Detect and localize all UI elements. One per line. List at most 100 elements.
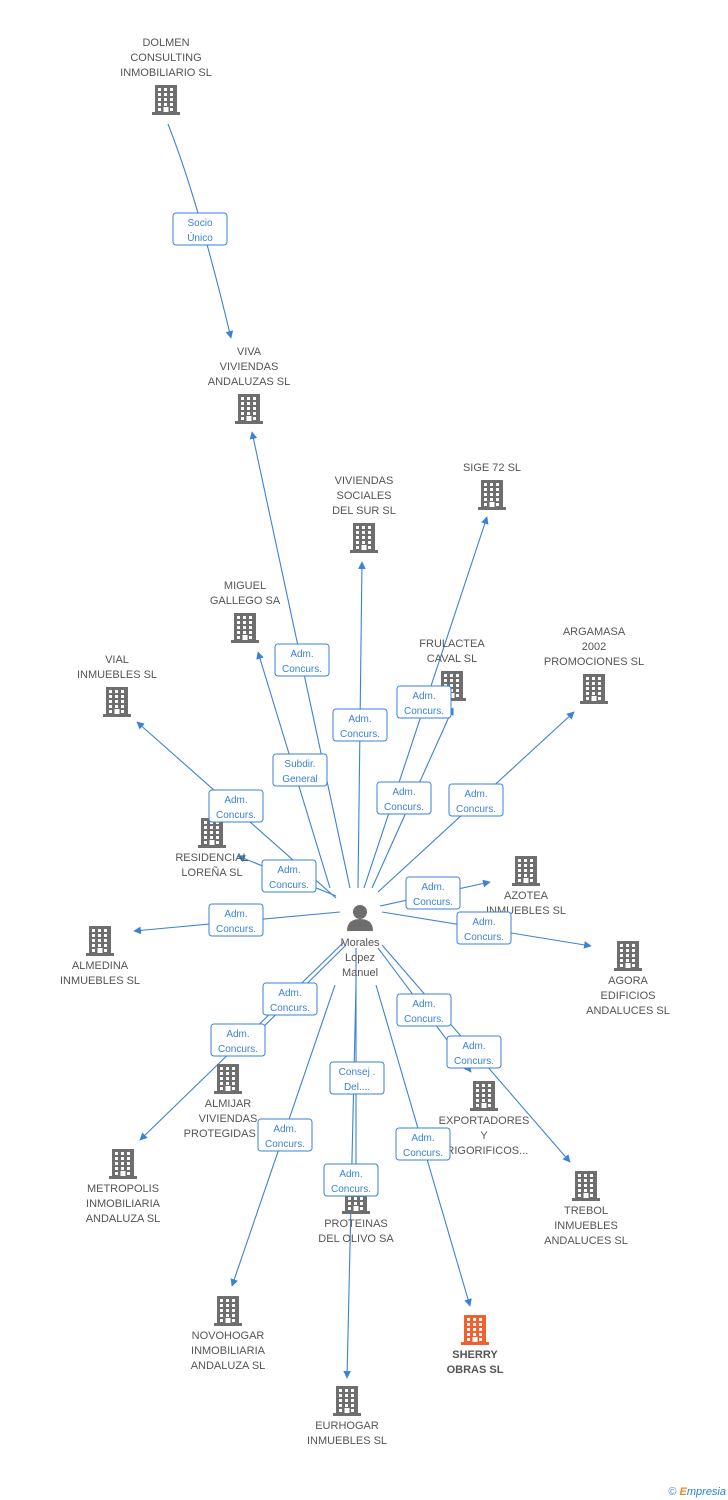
building-icon[interactable] xyxy=(152,85,180,115)
node-label: PROTEINAS DEL OLIVO SA xyxy=(318,1218,394,1245)
relation-badge[interactable]: Adm.Concurs. xyxy=(395,1127,451,1161)
relation-badge-text: Adm. xyxy=(278,988,301,999)
building-icon[interactable] xyxy=(350,523,378,553)
node-label-line: RESIDENCIAL xyxy=(175,852,248,864)
relation-badge[interactable]: Adm.Concurs. xyxy=(257,1118,313,1152)
relation-badge[interactable]: Adm. Concurs. xyxy=(446,1035,502,1069)
relation-badge-text: Único xyxy=(187,231,213,244)
relation-badge-text: Concurs. xyxy=(413,897,453,908)
node-label-line: DEL OLIVO SA xyxy=(318,1233,394,1245)
copyright-symbol: © xyxy=(668,1486,677,1498)
building-icon[interactable] xyxy=(470,1081,498,1111)
node-label-line: Morales xyxy=(340,937,380,949)
node-label-line: INMUEBLES SL xyxy=(307,1435,387,1447)
relation-badge[interactable]: Adm.Concurs. xyxy=(396,993,452,1027)
node-label-line: DEL SUR SL xyxy=(332,505,396,517)
relation-badge[interactable]: Adm.Concurs. xyxy=(208,789,264,823)
person-icon[interactable] xyxy=(347,905,373,931)
relation-badge[interactable]: Adm.Concurs. xyxy=(210,1023,266,1057)
node-label-line: Manuel xyxy=(342,967,378,979)
node-label-line: GALLEGO SA xyxy=(210,595,281,607)
relation-badge[interactable]: Adm. Concurs. xyxy=(261,859,317,893)
building-icon[interactable] xyxy=(512,856,540,886)
node-label-line: FRIGORIFICOS... xyxy=(440,1145,529,1157)
relation-badge-text: Concurs. xyxy=(404,1014,444,1025)
node-label-line: CONSULTING xyxy=(130,52,201,64)
footer-credit[interactable]: © Empresia xyxy=(668,1486,726,1498)
node-label-line: METROPOLIS xyxy=(87,1183,159,1195)
relation-badge[interactable]: Adm.Concurs. xyxy=(332,708,388,742)
relation-badge-text: Concurs. xyxy=(218,1044,258,1055)
node-label-line: SIGE 72 SL xyxy=(463,462,521,474)
relation-badge-text: Concurs. xyxy=(269,880,309,891)
building-icon[interactable] xyxy=(461,1315,489,1345)
building-icon[interactable] xyxy=(235,394,263,424)
node-label-line: INMUEBLES SL xyxy=(77,669,157,681)
node-label-line: INMOBILIARIO SL xyxy=(120,67,212,79)
building-icon[interactable] xyxy=(103,687,131,717)
node-label-line: LOREÑA SL xyxy=(181,866,242,879)
relation-badge-text: Adm. xyxy=(277,865,300,876)
node-label-line: EURHOGAR xyxy=(315,1420,379,1432)
node-label-line: ANDALUCES SL xyxy=(544,1235,628,1247)
node-label-line: VIVIENDAS xyxy=(335,475,394,487)
relation-badge-text: Adm. xyxy=(348,714,371,725)
relation-badge[interactable]: Consej .Del.... xyxy=(329,1061,385,1095)
node-label-line: Y xyxy=(480,1130,488,1142)
brand-initial: E xyxy=(679,1486,687,1498)
node-label-line: AGORA xyxy=(608,975,648,987)
building-icon[interactable] xyxy=(614,941,642,971)
node-label-line: OBRAS SL xyxy=(447,1364,504,1376)
node-label: SIGE 72 SL xyxy=(463,462,521,474)
relation-badge[interactable]: Adm.Concurs. xyxy=(456,911,512,945)
relation-badge-text: Adm. xyxy=(224,795,247,806)
building-icon[interactable] xyxy=(478,480,506,510)
relation-badge[interactable]: Adm.Concurs. xyxy=(448,783,504,817)
relation-badge-text: Concurs. xyxy=(454,1056,494,1067)
relation-badge-text: Concurs. xyxy=(464,932,504,943)
node-label: RESIDENCIAL LOREÑA SL xyxy=(175,852,248,879)
building-icon[interactable] xyxy=(214,1064,242,1094)
node-label-line: ANDALUZA SL xyxy=(191,1360,266,1372)
node-label-line: PROTEINAS xyxy=(324,1218,388,1230)
node-label-line: 2002 xyxy=(582,641,606,653)
brand-logo[interactable]: Empresia xyxy=(680,1486,726,1498)
relation-badge[interactable]: Adm.Concurs. xyxy=(274,643,330,677)
building-icon[interactable] xyxy=(86,926,114,956)
node-label-line: VIVIENDAS xyxy=(220,361,279,373)
relation-badge[interactable]: Adm.Concurs. xyxy=(405,876,461,910)
relation-badge-text: Concurs. xyxy=(403,1148,443,1159)
building-icon[interactable] xyxy=(333,1386,361,1416)
relation-badge[interactable]: Adm. Concurs. xyxy=(262,982,318,1016)
relation-badge[interactable]: Adm.Concurs. xyxy=(323,1163,379,1197)
relation-badge[interactable]: Adm.Concurs. xyxy=(396,685,452,719)
building-icon[interactable] xyxy=(214,1296,242,1326)
relation-badge-text: Consej . xyxy=(339,1067,376,1078)
building-icon[interactable] xyxy=(572,1171,600,1201)
relation-badge-text: Socio xyxy=(187,218,212,229)
relation-badge[interactable]: Adm.Concurs. xyxy=(208,903,264,937)
relation-badge-text: Adm. xyxy=(462,1041,485,1052)
node-label: EURHOGAR INMUEBLES SL xyxy=(307,1420,387,1447)
building-icon[interactable] xyxy=(198,818,226,848)
building-icon[interactable] xyxy=(580,674,608,704)
building-icon[interactable] xyxy=(231,613,259,643)
relation-badge-text: Adm. xyxy=(464,789,487,800)
relation-badge[interactable]: Adm.Concurs. xyxy=(376,781,432,815)
relation-badge[interactable]: Subdir.General xyxy=(272,753,328,787)
node-label-line: FRULACTEA xyxy=(419,638,485,650)
building-icon[interactable] xyxy=(109,1149,137,1179)
relation-badge-text: Concurs. xyxy=(270,1003,310,1014)
